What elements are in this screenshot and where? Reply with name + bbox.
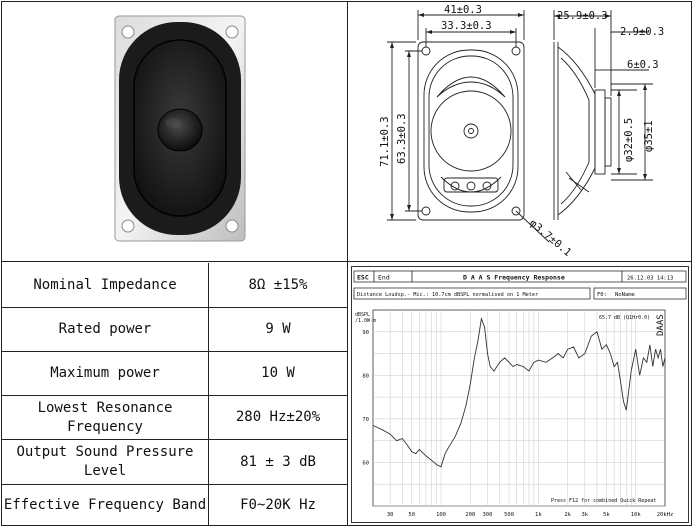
spec-row-spl: Output Sound Pressure Level 81 ± 3 dB — [2, 440, 347, 485]
frequency-response-panel: ESC End D A A S Frequency Response 26.12… — [351, 266, 689, 523]
fr-esc-label: ESC — [357, 274, 369, 282]
dim-magnet-dia-inner: φ32±0.5 — [623, 118, 635, 162]
fr-peak-label: 65.7 dB (Q1Hr0.0) — [599, 315, 650, 321]
fr-ytick-label: 60 — [362, 460, 369, 466]
front-view-outline — [417, 41, 525, 221]
fr-xtick-label: 2k — [564, 512, 571, 518]
dimension-drawing: 41±0.3 33.3±0.3 71.1±0.3 63.3±0.3 φ3.7±0… — [349, 2, 691, 261]
spec-name: Maximum power — [2, 352, 209, 395]
fr-plot-area — [372, 309, 666, 507]
fr-title: D A A S Frequency Response — [463, 274, 565, 282]
dim-hole-dia: φ3.7±0.1 — [527, 217, 573, 259]
mount-hole-tl — [121, 25, 135, 39]
fr-brand: DAAS — [656, 314, 666, 336]
fr-ytick-label: 70 — [362, 417, 369, 423]
dim-width-outer: 41±0.3 — [444, 4, 482, 16]
dust-cap — [157, 108, 203, 152]
fr-ytick-label: 90 — [362, 330, 369, 336]
fr-xtick-label: 30 — [387, 512, 394, 518]
spec-row-rated-power: Rated power 9 W — [2, 308, 347, 352]
fr-f0-label: F0: — [597, 292, 607, 298]
fr-xtick-label: 20kHz — [657, 512, 674, 518]
middle-divider — [2, 261, 692, 262]
spec-name: Effective Frequency Band — [2, 485, 209, 526]
center-divider — [347, 2, 348, 526]
fr-date: 26.12.03 14:13 — [627, 276, 673, 282]
fr-info: Distance Loudsp.- Mic.: 10.7cm dBSPL nor… — [357, 292, 538, 298]
fr-ytick-label: 80 — [362, 373, 369, 379]
spec-name: Output Sound Pressure Level — [2, 440, 209, 484]
spec-value: 10 W — [261, 365, 295, 381]
spec-row-freq-band: Effective Frequency Band F0~20K Hz — [2, 485, 347, 526]
spec-value: 9 W — [265, 321, 291, 337]
spec-name: Lowest Resonance Frequency — [2, 396, 209, 439]
dim-magnet-dia-outer: φ35±1 — [643, 120, 655, 152]
fr-xtick-label: 50 — [408, 512, 415, 518]
fr-grid — [373, 310, 665, 507]
fr-name-label: NoName — [615, 292, 635, 298]
spec-value: 81 ± 3 dB — [240, 453, 316, 470]
fr-xtick-label: 100 — [436, 512, 446, 518]
speaker-photo — [2, 2, 347, 261]
fr-xtick-label: 200 — [465, 512, 475, 518]
fr-xtick-label: 500 — [504, 512, 514, 518]
mount-hole-bl — [121, 219, 135, 233]
fr-xtick-label: 10k — [631, 512, 642, 518]
spec-value: 8Ω ±15% — [248, 276, 308, 293]
dim-depth-total: 25.9±0.3 — [557, 10, 608, 22]
spec-table: Nominal Impedance 8Ω ±15% Rated power 9 … — [2, 263, 347, 526]
dim-magnet-thickness: 6±0.3 — [627, 59, 659, 71]
fr-xtick-label: 300 — [483, 512, 493, 518]
mount-hole-br — [225, 219, 239, 233]
fr-xtick-label: 1k — [535, 512, 542, 518]
dim-height-outer: 71.1±0.3 — [379, 116, 391, 167]
dim-flange: 2.9±0.3 — [620, 26, 664, 38]
spec-name: Nominal Impedance — [2, 263, 209, 307]
fr-ticks: 60 70 80 90 30 50 100 200 300 500 1k 2k 3k 5k 10k 20kHz — [362, 330, 673, 518]
spec-name: Rated power — [2, 308, 209, 351]
dim-hole-pitch-x: 33.3±0.3 — [441, 20, 492, 32]
spec-value: F0~20K Hz — [240, 497, 316, 513]
fr-xtick-label: 3k — [581, 512, 588, 518]
fr-end-label: End — [378, 274, 390, 282]
magnet — [594, 89, 606, 175]
fr-unit-label: dBSPL/1.0W·m — [355, 312, 376, 324]
fr-xtick-label: 5k — [603, 512, 610, 518]
mount-hole-tr — [225, 25, 239, 39]
dim-hole-pitch-y: 63.3±0.3 — [396, 113, 408, 164]
fr-response-curve — [372, 316, 666, 468]
spec-row-max-power: Maximum power 10 W — [2, 352, 347, 396]
spec-row-impedance: Nominal Impedance 8Ω ±15% — [2, 263, 347, 308]
spec-value: 280 Hz±20% — [235, 409, 321, 425]
fr-footer: Press F12 for combined Quick Repeat — [551, 498, 656, 504]
spec-row-resonance: Lowest Resonance Frequency 280 Hz±20% — [2, 396, 347, 440]
